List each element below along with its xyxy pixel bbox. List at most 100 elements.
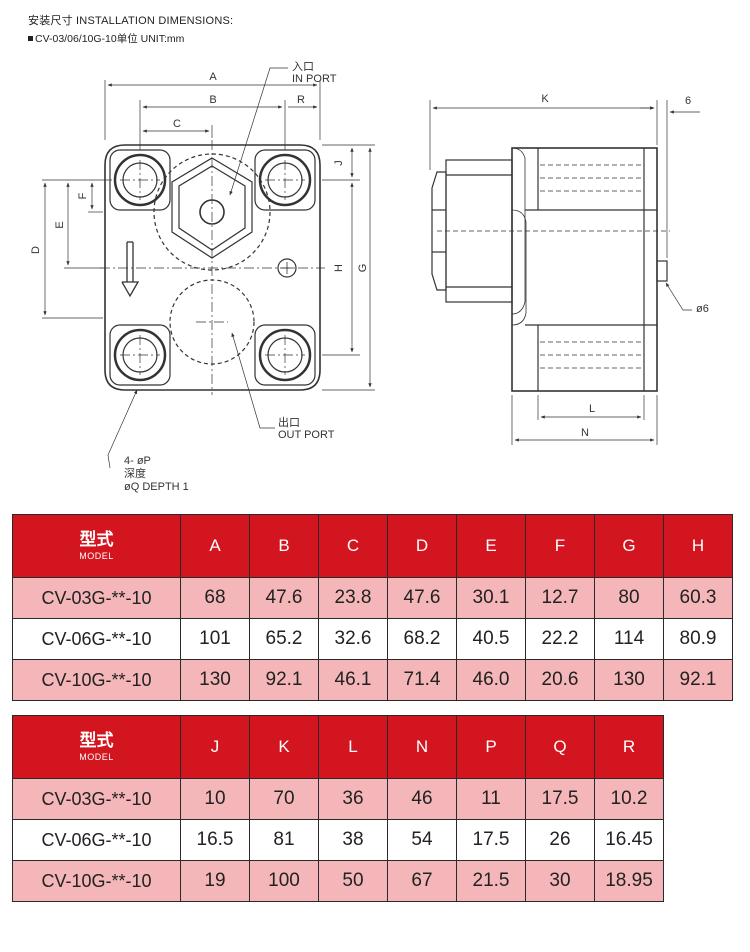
col-header-g: G <box>594 514 664 578</box>
value-cell: 18.95 <box>594 860 664 902</box>
value-cell: 36 <box>318 778 388 820</box>
side-dimensions <box>429 100 700 445</box>
value-cell: 16.5 <box>180 819 250 861</box>
front-view <box>100 140 325 395</box>
col-header-d: D <box>387 514 457 578</box>
mounting-holes <box>113 153 312 382</box>
value-cell: 46.0 <box>456 659 526 701</box>
dim-label-f: F <box>77 192 89 199</box>
col-header-b: B <box>249 514 319 578</box>
value-cell: 10 <box>180 778 250 820</box>
value-cell: 17.5 <box>525 778 595 820</box>
value-cell: 67 <box>387 860 457 902</box>
table-row: CV-06G-**-10 101 65.2 32.6 68.2 40.5 22.… <box>12 618 733 660</box>
dim-label-j: J <box>333 160 345 166</box>
value-cell: 101 <box>180 618 250 660</box>
value-cell: 21.5 <box>456 860 526 902</box>
value-cell: 71.4 <box>387 659 457 701</box>
model-cell: CV-03G-**-10 <box>12 778 181 820</box>
value-cell: 68.2 <box>387 618 457 660</box>
value-cell: 47.6 <box>249 577 319 619</box>
value-cell: 46.1 <box>318 659 388 701</box>
table-row: CV-03G-**-10 10 70 36 46 11 17.5 10.2 <box>12 778 664 820</box>
col-header-p: P <box>456 715 526 779</box>
value-cell: 54 <box>387 819 457 861</box>
model-cell: CV-10G-**-10 <box>12 860 181 902</box>
value-cell: 50 <box>318 860 388 902</box>
hole-spec-line2: 深度 <box>124 466 146 480</box>
value-cell: 81 <box>249 819 319 861</box>
dim-label-6: 6 <box>685 95 691 107</box>
flow-arrow-icon <box>121 241 140 298</box>
value-cell: 23.8 <box>318 577 388 619</box>
value-cell: 12.7 <box>525 577 595 619</box>
dim-label-d: D <box>30 246 42 254</box>
value-cell: 38 <box>318 819 388 861</box>
col-header-j: J <box>180 715 250 779</box>
col-header-r: R <box>594 715 664 779</box>
dim-label-k: K <box>541 93 549 105</box>
dim-label-g: G <box>357 264 369 273</box>
value-cell: 114 <box>594 618 664 660</box>
value-cell: 80 <box>594 577 664 619</box>
out-port-label-zh: 出口 <box>278 415 300 429</box>
value-cell: 92.1 <box>663 659 733 701</box>
side-view <box>431 147 670 392</box>
col-header-q: Q <box>525 715 595 779</box>
unit-subtitle: CV-03/06/10G-10单位 UNIT:mm <box>28 31 184 46</box>
installation-drawing: A B R C J H G D E F 入口 IN PORT 出口 OUT PO… <box>30 61 709 493</box>
model-cell: CV-03G-**-10 <box>12 577 181 619</box>
value-cell: 11 <box>456 778 526 820</box>
model-cell: CV-06G-**-10 <box>12 819 181 861</box>
model-cell: CV-10G-**-10 <box>12 659 181 701</box>
dim-label-l: L <box>589 403 595 415</box>
out-port-label-en: OUT PORT <box>278 429 335 441</box>
hole-spec-line1: 4- øP <box>124 455 151 467</box>
value-cell: 130 <box>594 659 664 701</box>
model-cell: CV-06G-**-10 <box>12 618 181 660</box>
value-cell: 47.6 <box>387 577 457 619</box>
value-cell: 30 <box>525 860 595 902</box>
value-cell: 22.2 <box>525 618 595 660</box>
value-cell: 26 <box>525 819 595 861</box>
col-header-e: E <box>456 514 526 578</box>
value-cell: 100 <box>249 860 319 902</box>
in-port-label-zh: 入口 <box>292 61 314 73</box>
value-cell: 68 <box>180 577 250 619</box>
dim-label-c: C <box>173 118 181 130</box>
value-cell: 80.9 <box>663 618 733 660</box>
col-header-k: K <box>249 715 319 779</box>
hole-spec-line3: øQ DEPTH 1 <box>124 481 189 493</box>
value-cell: 19 <box>180 860 250 902</box>
dim-label-h: H <box>333 264 345 272</box>
value-cell: 20.6 <box>525 659 595 701</box>
bullet-square-icon <box>28 36 33 41</box>
page-title: 安装尺寸 INSTALLATION DIMENSIONS: <box>28 15 234 27</box>
value-cell: 10.2 <box>594 778 664 820</box>
table-row: CV-03G-**-10 68 47.6 23.8 47.6 30.1 12.7… <box>12 577 733 619</box>
unit-subtitle-text: CV-03/06/10G-10单位 UNIT:mm <box>35 33 185 45</box>
in-port-label-en: IN PORT <box>292 73 337 85</box>
value-cell: 30.1 <box>456 577 526 619</box>
col-header-n: N <box>387 715 457 779</box>
value-cell: 60.3 <box>663 577 733 619</box>
col-header-h: H <box>663 514 733 578</box>
value-cell: 65.2 <box>249 618 319 660</box>
col-header-f: F <box>525 514 595 578</box>
dim-label-dia6: ø6 <box>696 303 709 315</box>
value-cell: 46 <box>387 778 457 820</box>
value-cell: 130 <box>180 659 250 701</box>
dim-label-e: E <box>54 221 66 228</box>
table-row: CV-06G-**-10 16.5 81 38 54 17.5 26 16.45 <box>12 819 664 861</box>
front-dimensions <box>42 67 375 469</box>
value-cell: 40.5 <box>456 618 526 660</box>
dim-label-a: A <box>209 71 217 83</box>
col-header-c: C <box>318 514 388 578</box>
dim-label-b: B <box>209 94 216 106</box>
